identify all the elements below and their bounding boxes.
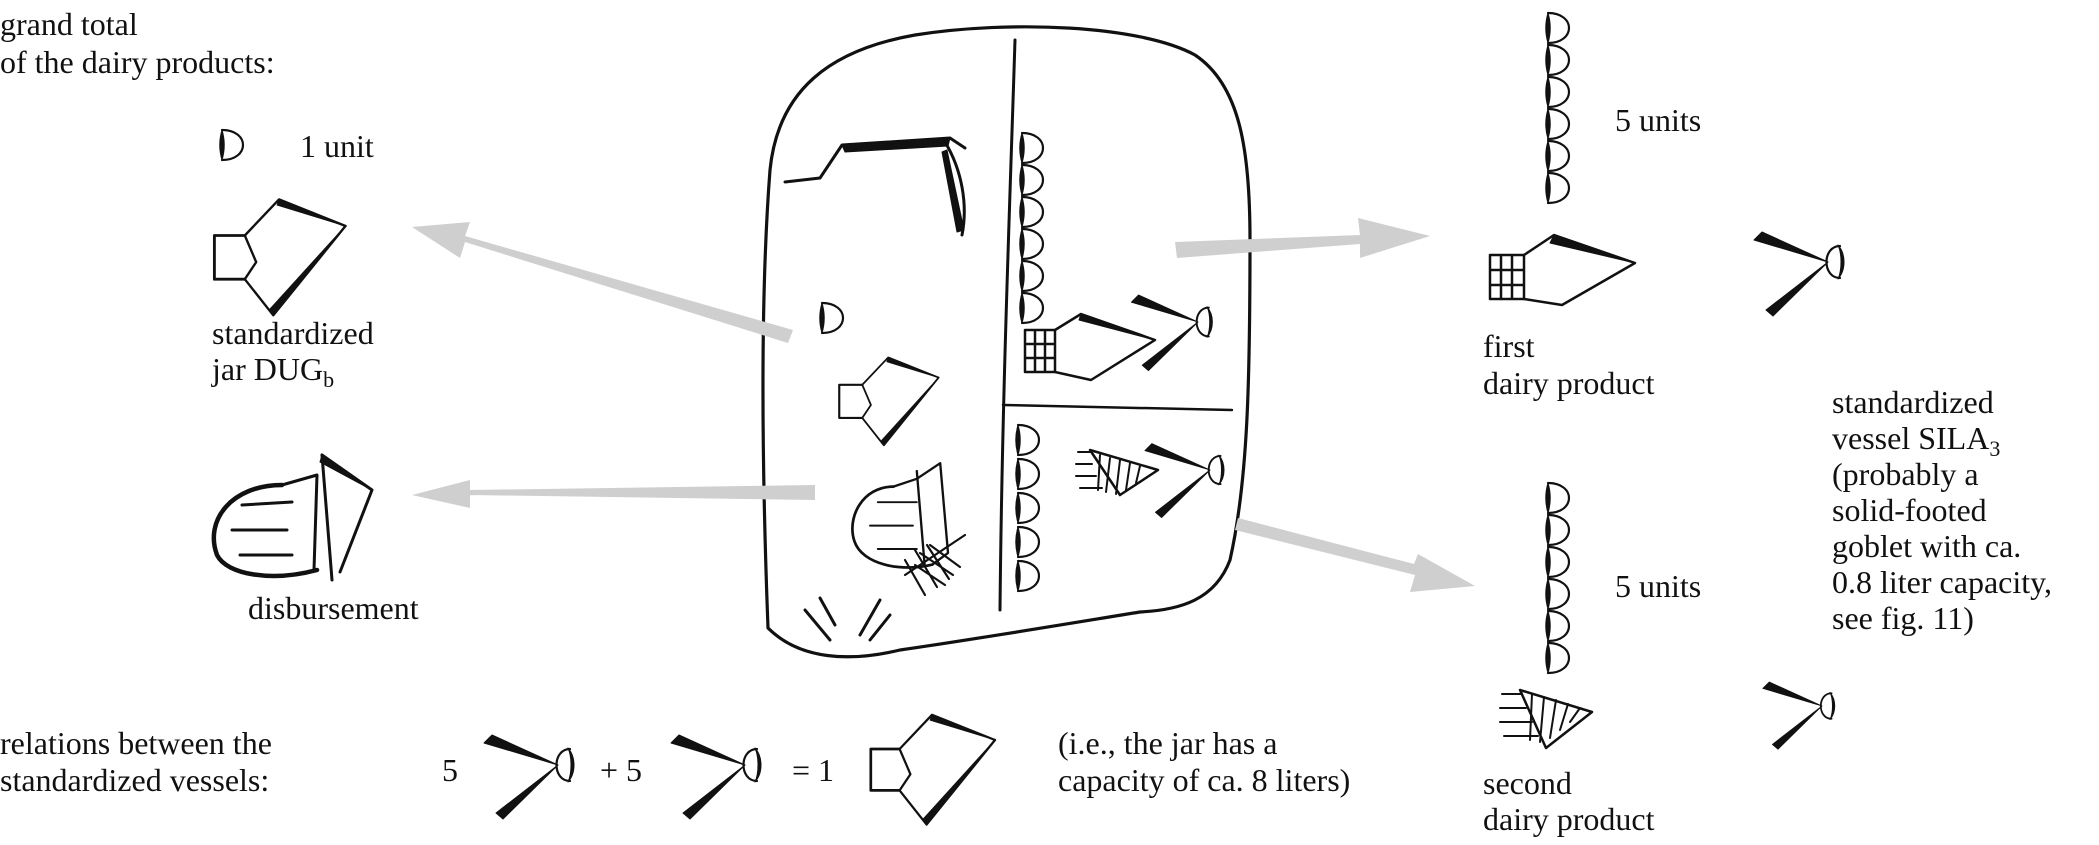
unit-column-top bbox=[1544, 11, 1571, 205]
disbursement-sign-icon bbox=[211, 453, 374, 582]
vessel-label-4: solid-footed bbox=[1832, 492, 1987, 528]
five-units-bottom-label: 5 units bbox=[1615, 568, 1702, 604]
arrow-to-first-product bbox=[1175, 218, 1430, 258]
jar-label: standardized bbox=[212, 315, 374, 351]
sila-vessel-sign-icon bbox=[1761, 681, 1836, 751]
jar-dug-sign-icon bbox=[869, 713, 997, 826]
jar-label-2: jar DUGb bbox=[212, 351, 335, 392]
arrow-to-second-product bbox=[1235, 518, 1475, 592]
vessel-label-3: (probably a bbox=[1832, 456, 1979, 492]
capacity-note: (i.e., the jar has a bbox=[1058, 725, 1278, 761]
jar-dug-sign-icon bbox=[212, 197, 347, 317]
first-dairy-product-sign-icon bbox=[1488, 233, 1637, 307]
sila-vessel-sign-icon bbox=[482, 733, 576, 821]
grand-total-label-2: of the dairy products: bbox=[0, 44, 275, 80]
equation-equals-one: = 1 bbox=[792, 752, 835, 788]
equation-plus-five: + 5 bbox=[600, 752, 643, 788]
disbursement-label: disbursement bbox=[248, 590, 419, 626]
equation-five: 5 bbox=[442, 752, 458, 788]
relations-label-2: standardized vessels: bbox=[0, 762, 270, 798]
second-product-label: second bbox=[1483, 765, 1572, 801]
second-dairy-product-sign-icon bbox=[1499, 688, 1594, 750]
five-units-top-label: 5 units bbox=[1615, 102, 1702, 138]
vessel-label-7: see fig. 11) bbox=[1832, 600, 1974, 636]
clay-tablet-icon bbox=[761, 25, 1252, 659]
relations-label: relations between the bbox=[0, 725, 272, 761]
arrow-to-jar bbox=[412, 222, 793, 343]
vessel-label-5: goblet with ca. bbox=[1832, 528, 2022, 564]
unit-column-bottom bbox=[1544, 481, 1571, 675]
unit-sign-icon bbox=[218, 128, 245, 162]
first-product-label-2: dairy product bbox=[1483, 365, 1655, 401]
first-product-label: first bbox=[1483, 328, 1535, 364]
arrow-to-disbursement bbox=[412, 480, 815, 508]
vessel-label-6: 0.8 liter capacity, bbox=[1832, 564, 2053, 600]
grand-total-label: grand total bbox=[0, 6, 138, 42]
one-unit-label: 1 unit bbox=[300, 128, 374, 164]
vessel-label-2: vessel SILA3 bbox=[1832, 420, 2001, 461]
vessel-label-1: standardized bbox=[1832, 384, 1994, 420]
capacity-note-2: capacity of ca. 8 liters) bbox=[1058, 762, 1351, 798]
sila-vessel-sign-icon bbox=[669, 733, 763, 821]
second-product-label-2: dairy product bbox=[1483, 801, 1655, 837]
sila-vessel-sign-icon bbox=[1752, 230, 1846, 318]
